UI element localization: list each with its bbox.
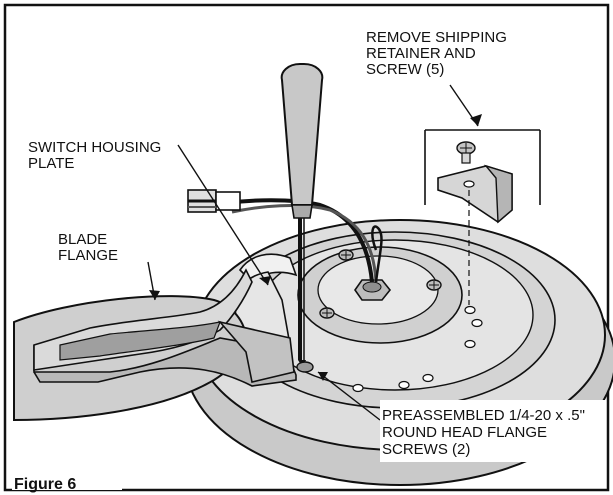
callout-screws-line1: PREASSEMBLED 1/4-20 x .5": [382, 407, 585, 424]
blade-flange: [33, 268, 297, 387]
figure-caption: Figure 6: [14, 476, 76, 493]
hub-screw-left: [319, 307, 335, 319]
callout-flange-line2: FLANGE: [58, 247, 118, 264]
shipping-retainer-inset: [424, 129, 541, 305]
housing-holes: [352, 305, 483, 393]
retainer-screw-icon: [456, 141, 476, 164]
leader-lines: [147, 84, 479, 421]
motor-housing: [184, 219, 613, 486]
callout-flange-line1: BLADE: [58, 231, 107, 248]
wire-connector: [187, 189, 241, 213]
hub-screw-right: [426, 279, 442, 291]
callout-shipping-line2: RETAINER AND: [366, 45, 476, 62]
callout-shipping-line1: REMOVE SHIPPING: [366, 29, 507, 46]
motor-wires: [227, 198, 383, 283]
callout-flange-screws: PREASSEMBLED 1/4-20 x .5" ROUND HEAD FLA…: [380, 400, 606, 462]
callout-screws-line2: ROUND HEAD FLANGE: [382, 424, 547, 441]
callout-blade-flange: BLADE FLANGE: [58, 231, 118, 264]
retainer-block-icon: [437, 164, 513, 224]
callout-screws-line3: SCREWS (2): [382, 441, 470, 458]
hub-screw-top: [338, 249, 354, 261]
hub-nut: [354, 279, 392, 301]
callout-switch-housing: SWITCH HOUSING PLATE: [28, 139, 161, 172]
callout-switch-line2: PLATE: [28, 155, 74, 172]
screwdriver: [280, 63, 324, 368]
leader-arrowheads: [149, 114, 482, 381]
callout-switch-line1: SWITCH HOUSING: [28, 139, 161, 156]
flange-screw: [296, 361, 314, 373]
callout-shipping-line3: SCREW (5): [366, 61, 444, 78]
callout-shipping-retainer: REMOVE SHIPPING RETAINER AND SCREW (5): [366, 29, 507, 78]
